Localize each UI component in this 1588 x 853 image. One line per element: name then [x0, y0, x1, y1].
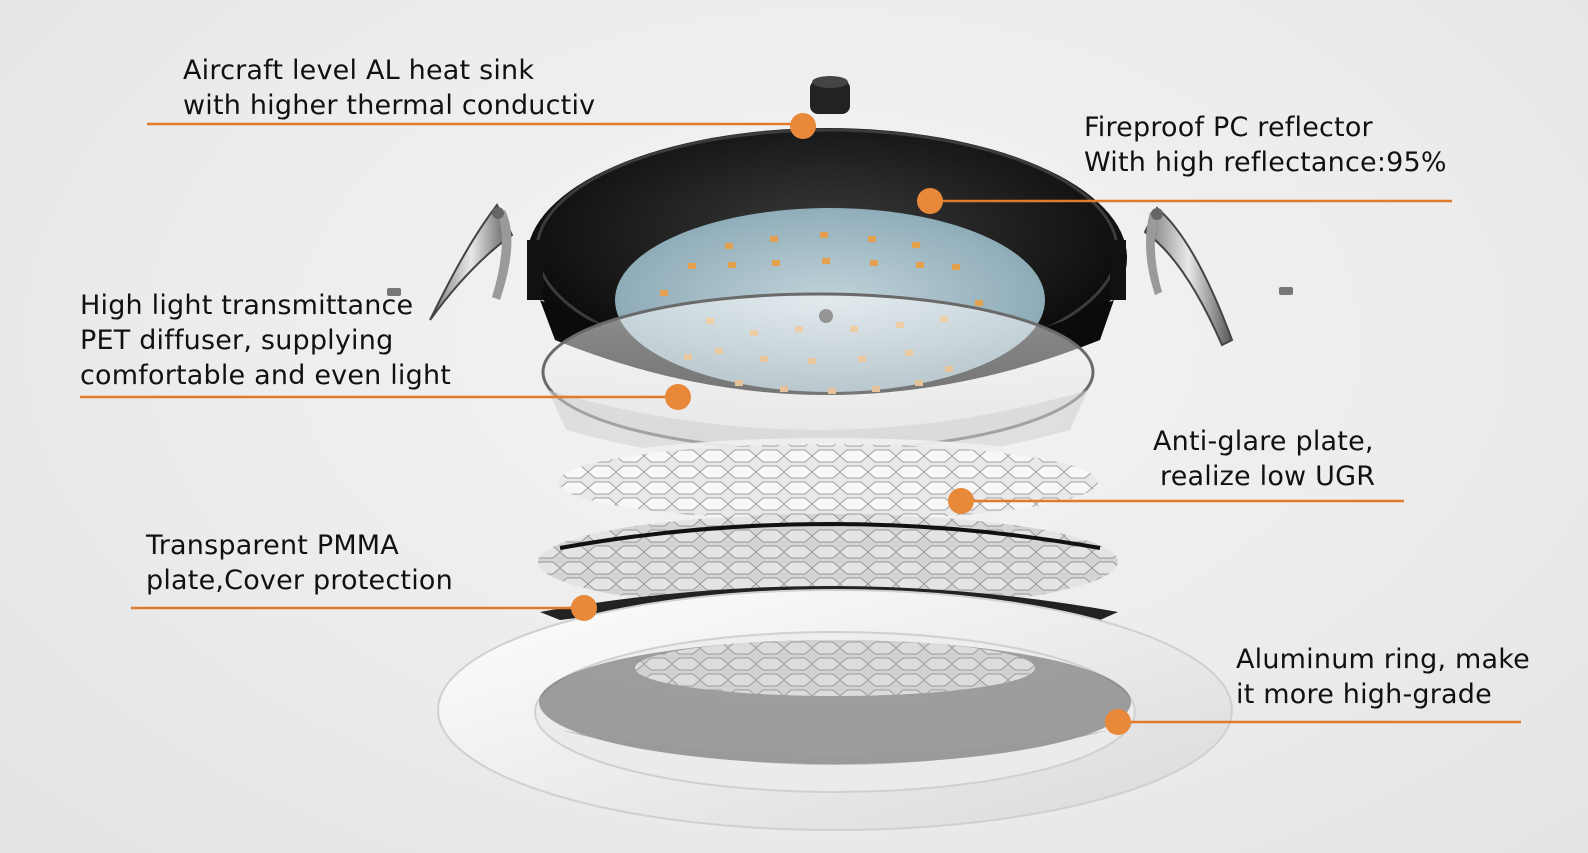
callout-line: With high reflectance:95% — [1084, 145, 1447, 180]
callout-dot-heat-sink — [790, 113, 816, 139]
callout-line: Fireproof PC reflector — [1084, 110, 1447, 145]
callout-line: High light transmittance — [80, 288, 451, 323]
callout-diffuser: High light transmittance PET diffuser, s… — [80, 288, 451, 393]
callout-anti-glare: Anti-glare plate, realize low UGR — [1153, 424, 1375, 494]
aluminum-ring — [438, 590, 1232, 830]
callout-line: Aircraft level AL heat sink — [183, 53, 595, 88]
callout-line: comfortable and even light — [80, 358, 451, 393]
callout-line: it more high-grade — [1236, 677, 1530, 712]
callout-line: Aluminum ring, make — [1236, 642, 1530, 677]
callout-dot-diffuser — [665, 384, 691, 410]
callout-line: realize low UGR — [1153, 459, 1375, 494]
callout-line: Transparent PMMA — [146, 528, 453, 563]
callout-line: plate,Cover protection — [146, 563, 453, 598]
callout-line: Anti-glare plate, — [1153, 424, 1375, 459]
heat-sink-cap — [810, 76, 850, 114]
callout-dot-ring — [1105, 709, 1131, 735]
callout-pmma: Transparent PMMA plate,Cover protection — [146, 528, 453, 598]
callout-line: PET diffuser, supplying — [80, 323, 451, 358]
callout-dot-reflector — [917, 188, 943, 214]
callout-reflector: Fireproof PC reflector With high reflect… — [1084, 110, 1447, 180]
spring-clip-right — [1145, 208, 1293, 345]
anti-glare-plate — [546, 438, 1110, 520]
callout-dot-pmma — [571, 595, 597, 621]
callout-dot-anti-glare — [948, 488, 974, 514]
callout-line: with higher thermal conductiv — [183, 88, 595, 123]
callout-ring: Aluminum ring, make it more high-grade — [1236, 642, 1530, 712]
callout-heat-sink: Aircraft level AL heat sink with higher … — [183, 53, 595, 123]
